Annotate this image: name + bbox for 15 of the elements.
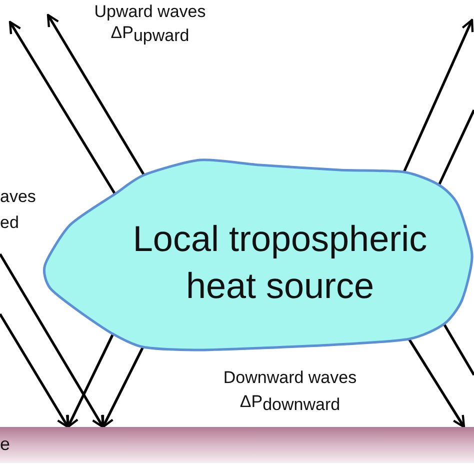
arrow [8, 20, 116, 195]
cloud-label: Local tropospheric heat source [132, 217, 428, 308]
text-label: Downward waves [222, 368, 358, 388]
arrow [408, 338, 466, 428]
text-label: aves [0, 187, 37, 207]
arrow [102, 346, 144, 428]
ground-label: e [0, 434, 10, 455]
arrow [66, 333, 114, 428]
arrow [46, 14, 146, 176]
arrow [402, 18, 474, 173]
arrow [0, 253, 104, 428]
text-label: ed [0, 213, 20, 233]
text-label: Upward waves [93, 2, 207, 22]
arrow [0, 313, 70, 428]
ground-band [0, 427, 474, 463]
